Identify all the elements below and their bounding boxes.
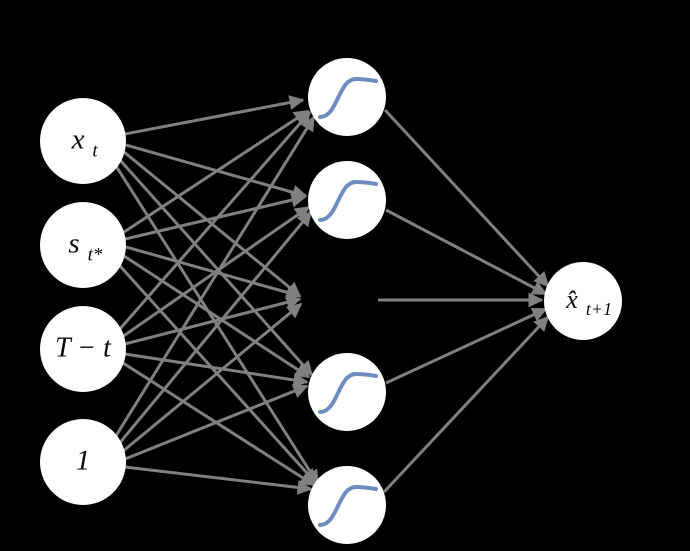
node-circle	[544, 262, 622, 340]
edge-st-homitted	[125, 245, 302, 300]
edge-xt-h3	[118, 159, 314, 377]
edge-bias-h1	[112, 115, 316, 440]
sigmoid-icon	[318, 484, 378, 527]
node-input-T-minus-t[interactable]: T − t	[40, 306, 126, 392]
edge-Tt-h4	[122, 361, 316, 487]
edge-st-h1	[123, 109, 310, 234]
edge-Tt-h1	[117, 110, 312, 331]
edge-st-h3	[123, 254, 311, 379]
sigmoid-icon	[318, 371, 378, 414]
edge-h1-output	[383, 108, 550, 288]
node-circle	[308, 58, 386, 136]
node-label-bias: 1	[76, 445, 91, 477]
edge-Tt-h3	[124, 352, 309, 388]
node-circle	[40, 202, 126, 288]
edge-h4-output	[382, 315, 550, 494]
edge-h2-output	[385, 208, 548, 296]
edge-Tt-h2	[121, 205, 311, 339]
edge-h3-output	[385, 307, 548, 385]
node-hidden-2[interactable]	[308, 161, 386, 239]
node-circle	[308, 161, 386, 239]
node-sublabel-x-hat: t+1	[586, 299, 612, 319]
edge-xt-h1	[124, 95, 305, 136]
node-label-s-t: s	[68, 228, 79, 260]
node-circle	[308, 353, 386, 431]
node-label-x-hat: x̂	[565, 285, 578, 314]
node-sublabel-s-t: t*	[88, 244, 103, 265]
edge-Tt-homitted	[124, 295, 302, 346]
edge-bias-h3	[124, 384, 309, 461]
edges-hidden-to-output	[378, 108, 550, 494]
node-circle	[40, 419, 126, 505]
node-hidden-3[interactable]	[308, 353, 386, 431]
node-input-bias[interactable]: 1	[40, 419, 126, 505]
node-hidden-1[interactable]	[308, 58, 386, 136]
sigmoid-icon	[318, 179, 378, 222]
node-circle	[308, 466, 386, 544]
input-layer: x t s t* T − t 1	[40, 98, 126, 505]
edge-bias-h2	[116, 210, 313, 446]
edge-bias-h4	[124, 465, 313, 495]
node-sublabel-x-t: t	[92, 140, 98, 161]
node-label-T-minus-t: T − t	[55, 332, 112, 363]
node-circle	[40, 306, 126, 392]
node-hidden-4[interactable]	[308, 466, 386, 544]
hidden-layer	[308, 58, 386, 544]
node-output-x-hat[interactable]: x̂ t+1	[544, 262, 622, 340]
node-circle	[40, 98, 126, 184]
output-layer: x̂ t+1	[544, 262, 622, 340]
node-label-x-t: x	[71, 124, 85, 156]
edges-input-to-hidden	[112, 95, 320, 495]
node-input-s-t[interactable]: s t*	[40, 202, 126, 288]
node-input-x-t[interactable]: x t	[40, 98, 126, 184]
edge-bias-homitted	[121, 302, 303, 454]
edge-st-h2	[124, 192, 307, 241]
sigmoid-icon	[318, 76, 378, 119]
